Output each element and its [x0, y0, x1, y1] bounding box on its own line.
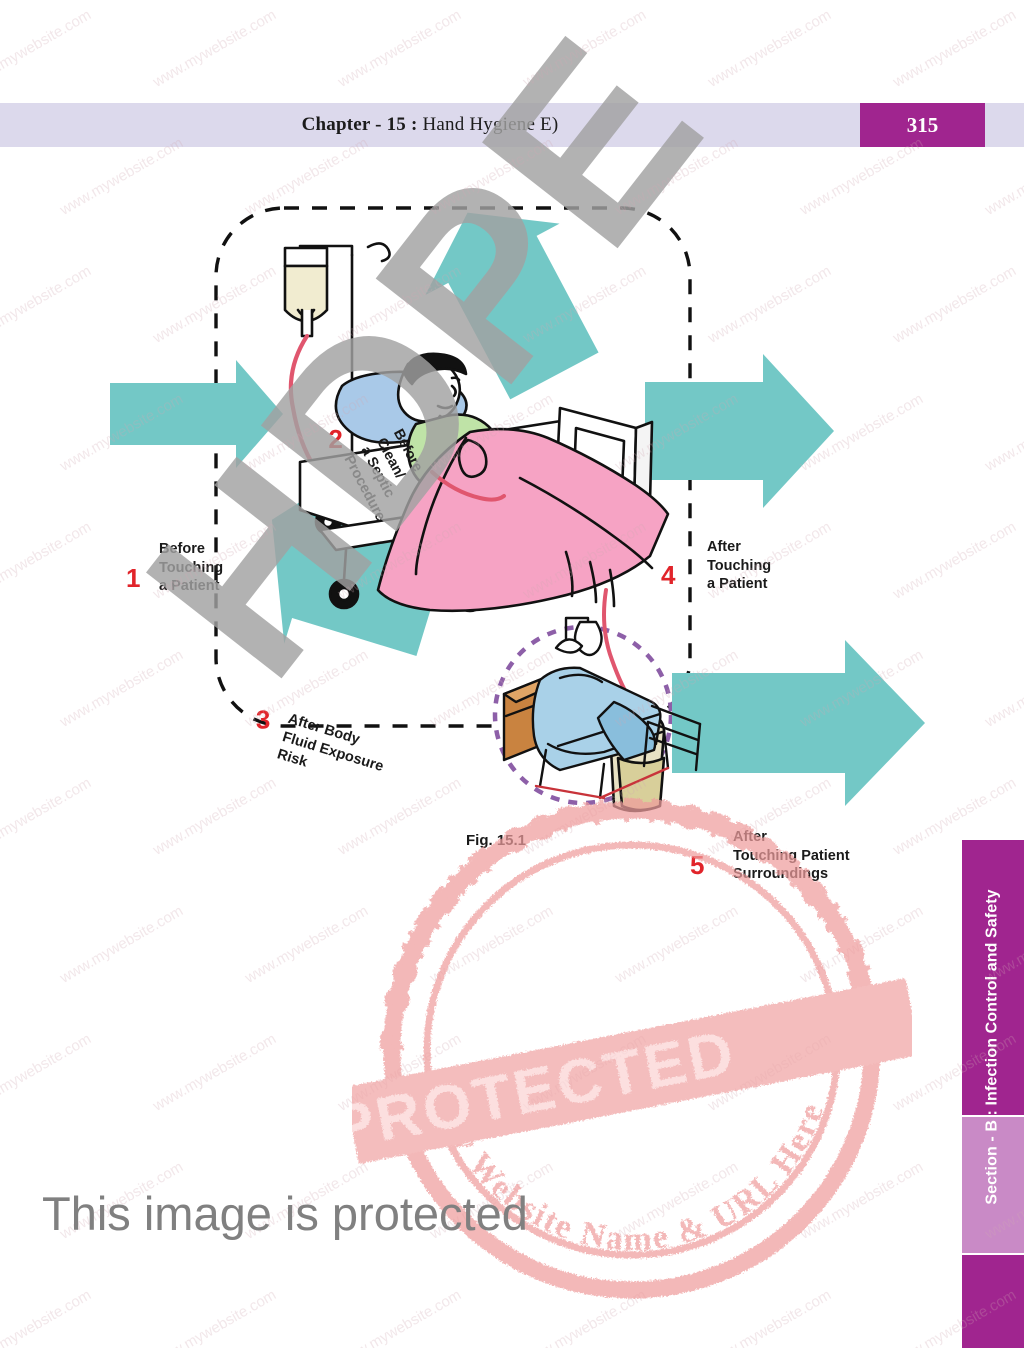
page-number: 315 [906, 112, 939, 137]
watermark-tile-text: www.mywebsite.com [0, 902, 1, 986]
patient-zone-outline [214, 206, 692, 728]
watermark-tile-text: www.mywebsite.com [335, 1286, 465, 1348]
watermark-tile-text: www.mywebsite.com [0, 6, 95, 91]
figure-caption: Fig. 15.1 [466, 832, 527, 849]
patient-bed-illustration [283, 242, 670, 813]
watermark-tile-text: www.mywebsite.com [427, 902, 557, 987]
watermark-tile-text: www.mywebsite.com [335, 1030, 465, 1115]
moment-2-arrow [425, 212, 599, 400]
page-title: Chapter - 15 : Hand Hygiene E) [0, 103, 860, 147]
header-band [0, 103, 1024, 147]
watermark-tile-text: www.mywebsite.com [0, 1158, 1, 1242]
moment-5-arrow [672, 640, 925, 806]
watermark-tile-text: www.mywebsite.com [612, 902, 742, 987]
watermark-tile-text: www.mywebsite.com [0, 1030, 95, 1115]
moment-1-arrow [110, 360, 283, 468]
watermark-tile-text: www.mywebsite.com [242, 902, 372, 987]
protected-notice: This image is protected [42, 1187, 528, 1240]
watermark-tile-text: www.mywebsite.com [520, 6, 650, 91]
watermark-tile-text: www.mywebsite.com [705, 1030, 835, 1115]
stamp-band-text: PROTECTED [352, 1018, 742, 1164]
watermark-tile-text: www.mywebsite.com [150, 1030, 280, 1115]
watermark-tile-text: www.mywebsite.com [0, 1286, 95, 1348]
watermark-tile-text: www.mywebsite.com [705, 1286, 835, 1348]
moment-4-arrow [645, 354, 834, 508]
watermark-tile-text: www.mywebsite.com [335, 6, 465, 91]
watermark-tile-text: www.mywebsite.com [890, 6, 1020, 91]
watermark-tile-text: www.mywebsite.com [612, 1158, 742, 1243]
section-tab-lower [962, 1117, 1024, 1253]
watermark-tile-text: www.mywebsite.com [797, 1158, 927, 1243]
five-moments-figure: 1 Before Touching a Patient Before Clean… [0, 150, 1000, 882]
page-number-badge: 315 [860, 103, 985, 147]
section-tab-upper [962, 840, 1024, 1115]
watermark-tile-text: www.mywebsite.com [150, 6, 280, 91]
watermark-tile-text: www.mywebsite.com [520, 1286, 650, 1348]
section-tab-foot [962, 1255, 1024, 1348]
chapter-title: Hand Hygiene E) [422, 114, 559, 135]
watermark-tile-text: www.mywebsite.com [520, 1030, 650, 1115]
watermark-tile-text: www.mywebsite.com [705, 6, 835, 91]
chapter-prefix: Chapter - 15 : [301, 114, 423, 135]
watermark-tile-text: www.mywebsite.com [797, 902, 927, 987]
watermark-tile-text: www.mywebsite.com [57, 902, 187, 987]
patient-surroundings-illustration [502, 616, 702, 800]
watermark-tile-text: www.mywebsite.com [150, 1286, 280, 1348]
